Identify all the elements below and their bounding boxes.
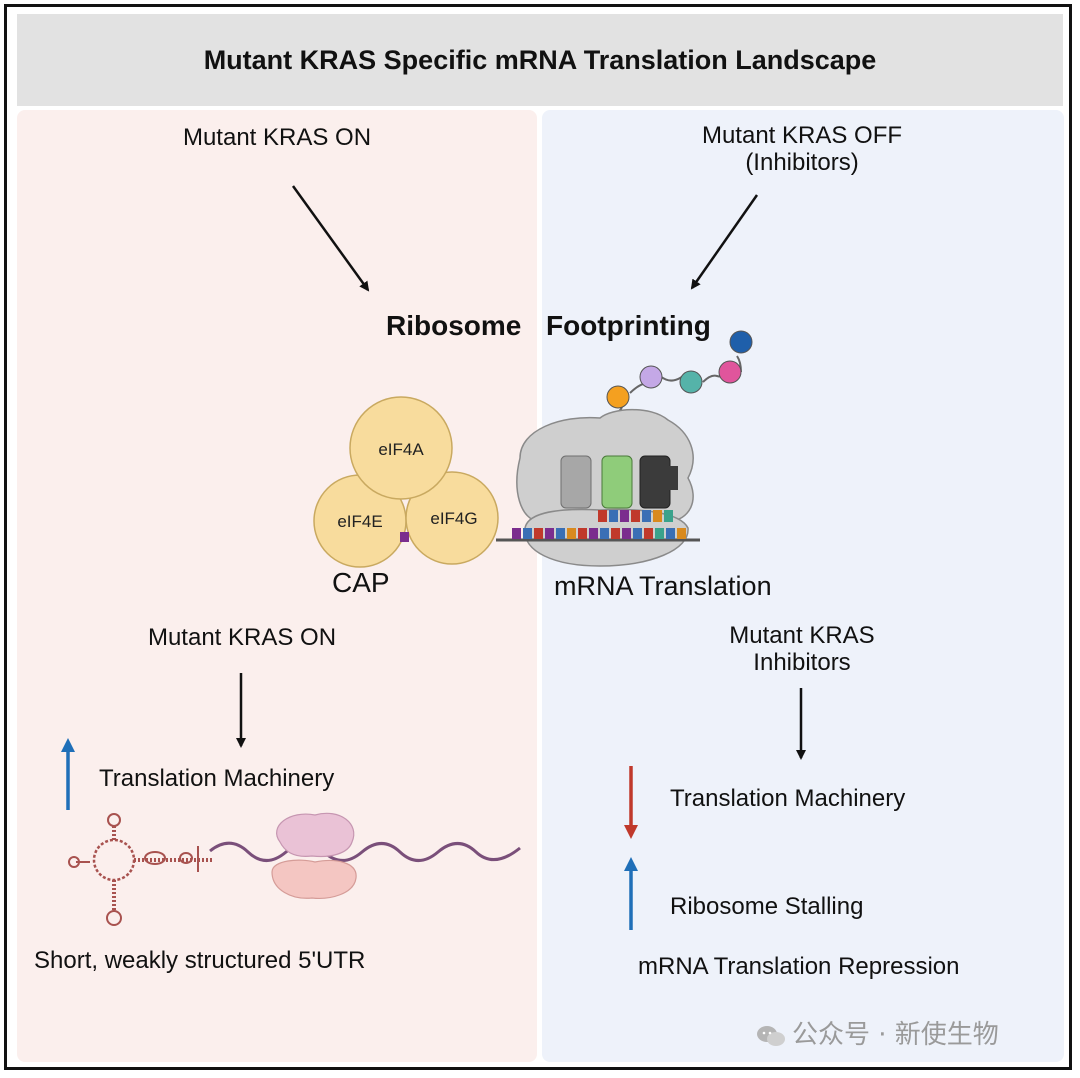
kras-off-panel <box>542 110 1064 1062</box>
top-right-label-line1: Mutant KRAS OFF <box>701 122 903 149</box>
wechat-icon <box>756 1024 786 1048</box>
arrow-kras-off-to-footprinting <box>690 194 759 290</box>
ribosome-stalling: Ribosome Stalling <box>670 893 864 920</box>
mrna-strand <box>496 510 700 542</box>
cap-label: CAP <box>332 567 390 598</box>
eif4e-label: eIF4E <box>337 512 382 531</box>
eif4g-label: eIF4G <box>430 509 477 528</box>
figure-border <box>4 4 1072 1070</box>
ribosome-complex <box>516 408 694 567</box>
eif4g-circle <box>405 471 499 565</box>
eif4f-complex: eIF4A eIF4E eIF4G <box>313 396 499 568</box>
title-bar: Mutant KRAS Specific mRNA Translation La… <box>17 14 1063 106</box>
utr-label: Short, weakly structured 5'UTR <box>34 947 366 974</box>
translation-repression: mRNA Translation Repression <box>638 953 960 980</box>
watermark: 公众号 · 新使生物 <box>756 1020 999 1050</box>
eif4a-label: eIF4A <box>378 440 424 459</box>
kras-on-panel <box>17 110 537 1062</box>
right-translation-machinery: Translation Machinery <box>670 785 906 812</box>
eif4a-circle <box>349 396 453 500</box>
center-heading-footprinting: Footprinting <box>546 310 711 341</box>
scanning-ribosome <box>271 812 357 899</box>
left-bottom-heading: Mutant KRAS ON <box>147 624 337 651</box>
left-translation-machinery: Translation Machinery <box>99 765 335 792</box>
watermark-text: 公众号 · 新使生物 <box>792 1020 999 1050</box>
right-bottom-heading-line2: Inhibitors <box>753 649 851 676</box>
top-left-label: Mutant KRAS ON <box>182 124 372 151</box>
center-heading-ribosome: Ribosome <box>386 310 522 341</box>
top-right-label-line2: (Inhibitors) <box>745 149 859 176</box>
five-prime-utr-structure <box>68 813 521 926</box>
mrna-translation-label: mRNA Translation <box>554 571 772 601</box>
figure-title: Mutant KRAS Specific mRNA Translation La… <box>203 44 877 75</box>
right-bottom-heading-line1: Mutant KRAS <box>729 622 875 649</box>
arrow-kras-on-to-footprinting <box>291 185 370 292</box>
